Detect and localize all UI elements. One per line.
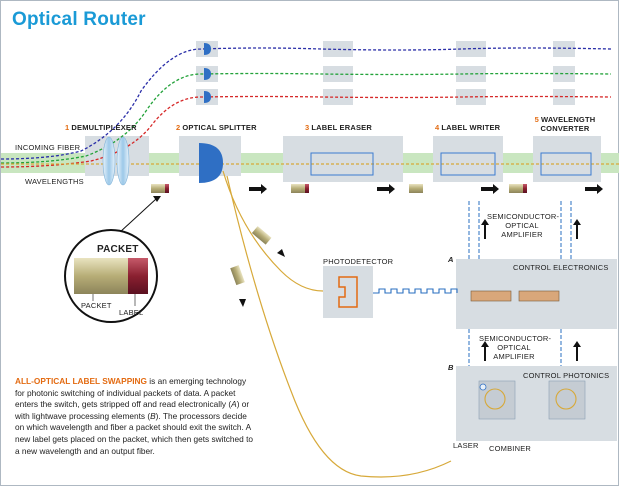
- wavelengths-label: WAVELENGTHS: [25, 177, 84, 186]
- caption-a: A: [231, 399, 237, 410]
- signal-routes: [222, 170, 452, 478]
- vertical-links-lower: [468, 329, 562, 366]
- blue-channel: [1, 47, 612, 160]
- chip-icon: [310, 152, 592, 176]
- caption-body-1: is an emerging technology for photonic s…: [15, 376, 247, 410]
- arrow-up-icon: [481, 219, 581, 361]
- lens-icon: [116, 136, 130, 186]
- caption-lead: ALL-OPTICAL LABEL SWAPPING: [15, 376, 147, 386]
- red-channel: [1, 95, 612, 168]
- step-name: DEMULTIPLEXER: [71, 123, 137, 132]
- photodetector-box: [323, 266, 373, 318]
- chip-icon: [470, 290, 560, 302]
- wavelength-converter-box: [533, 136, 601, 182]
- electrical-link: [373, 288, 458, 294]
- step-name: WAVELENGTH CONVERTER: [540, 115, 596, 133]
- packet-label: PACKET: [81, 301, 112, 310]
- label-label: LABEL: [119, 308, 144, 317]
- packets-main: [151, 184, 527, 286]
- step-number: 4: [435, 123, 440, 132]
- packet-magnifier: [64, 198, 158, 323]
- step-name: OPTICAL SPLITTER: [182, 123, 257, 132]
- arrow-right-icon: [249, 184, 603, 194]
- step-number: 5: [534, 115, 539, 124]
- photonic-modules: [478, 380, 586, 420]
- laser-icon: [479, 383, 487, 391]
- arrow-down-icon: [153, 196, 285, 307]
- soa-top-label: SEMICONDUCTOR- OPTICAL AMPLIFIER: [487, 212, 560, 239]
- top-channel-boxes: [196, 41, 575, 105]
- green-channel: [1, 72, 612, 164]
- incoming-fiber-label: INCOMING FIBER: [15, 143, 81, 152]
- control-electronics-label: CONTROL ELECTRONICS: [513, 263, 609, 272]
- caption-b: B: [150, 410, 156, 421]
- combiner-label: COMBINER: [489, 444, 532, 453]
- marker-a: A: [448, 255, 454, 264]
- marker-b: B: [448, 363, 454, 372]
- label-eraser-box: [283, 136, 403, 182]
- photodetector-label: PHOTODETECTOR: [323, 257, 394, 266]
- packet-title: PACKET: [97, 244, 139, 255]
- label-writer-box: [433, 136, 503, 182]
- soa-bottom-label: SEMICONDUCTOR- OPTICAL AMPLIFIER: [479, 334, 552, 361]
- step-name: LABEL WRITER: [441, 123, 501, 132]
- laser-label: LASER: [453, 441, 479, 450]
- wavelength-channels: [1, 47, 619, 168]
- photodetector-icon: [338, 276, 358, 308]
- lens-icon: [102, 136, 116, 186]
- step-number: 1: [65, 123, 70, 132]
- caption-body-3: ). The processors decide on which wavele…: [15, 410, 253, 456]
- caption: ALL-OPTICAL LABEL SWAPPING is an emergin…: [15, 376, 257, 457]
- step-number: 3: [305, 123, 310, 132]
- step-name: LABEL ERASER: [311, 123, 372, 132]
- diagram-title: Optical Router: [12, 9, 146, 30]
- caption-body-2: ) or with lightwave processing elements …: [15, 399, 250, 421]
- mirror-icon: [204, 43, 211, 103]
- step-number: 2: [176, 123, 181, 132]
- control-photonics-label: CONTROL PHOTONICS: [523, 371, 610, 380]
- splitter-prism: [199, 143, 223, 183]
